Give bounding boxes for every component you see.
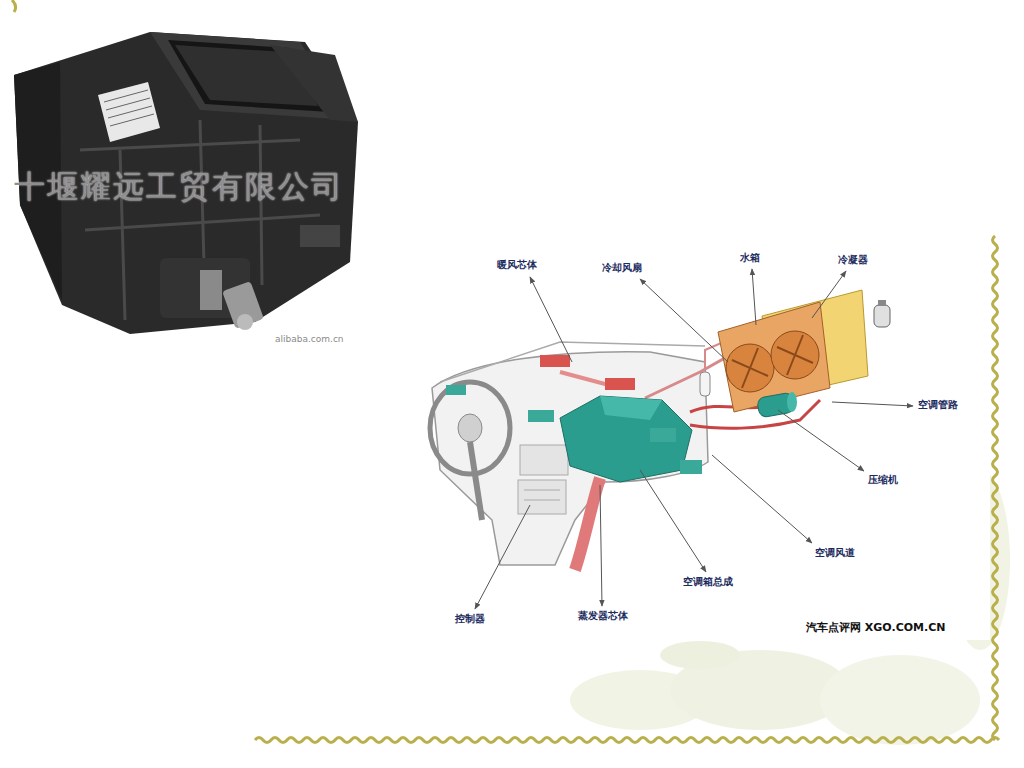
compressor bbox=[787, 392, 797, 412]
hvac-box-photo bbox=[200, 270, 222, 310]
hvac-box-photo bbox=[260, 125, 262, 285]
part-label: 蒸发器芯体 bbox=[578, 610, 628, 622]
red-ducts bbox=[605, 378, 635, 390]
part-label: 空调箱总成 bbox=[683, 576, 733, 588]
vine-border bbox=[993, 236, 998, 740]
leader-lines bbox=[712, 455, 812, 543]
car-dashboard bbox=[520, 445, 568, 475]
source-credit: 汽车点评网 XGO.COM.CN bbox=[806, 621, 945, 634]
car-dashboard bbox=[446, 385, 466, 395]
leader-lines bbox=[475, 269, 913, 609]
car-dashboard bbox=[524, 500, 560, 501]
part-label: 空调风道 bbox=[815, 547, 855, 559]
sensor bbox=[878, 300, 886, 306]
hvac-assembly bbox=[560, 396, 692, 482]
leaf-background bbox=[660, 641, 740, 669]
part-label: 冷却风扇 bbox=[602, 262, 642, 274]
compressor bbox=[757, 392, 797, 418]
leader-lines bbox=[600, 485, 602, 606]
car-dashboard bbox=[430, 342, 708, 565]
car-dashboard bbox=[458, 414, 482, 442]
condenser-radiator bbox=[771, 331, 819, 379]
hvac-box-photo bbox=[80, 120, 320, 320]
hvac-box-photo bbox=[237, 314, 253, 330]
leader-lines bbox=[475, 505, 530, 609]
condenser-radiator bbox=[726, 344, 774, 392]
part-label: 压缩机 bbox=[868, 474, 898, 486]
hvac-box-photo bbox=[300, 225, 340, 247]
leader-lines bbox=[778, 410, 864, 471]
part-label: 水箱 bbox=[740, 252, 760, 264]
part-label: 空调管路 bbox=[918, 399, 958, 411]
hvac-assembly bbox=[528, 396, 702, 482]
red-ducts bbox=[540, 355, 570, 367]
car-dashboard bbox=[518, 445, 568, 514]
vine-border bbox=[12, 0, 16, 12]
hvac-assembly bbox=[650, 428, 676, 442]
red-ducts bbox=[575, 478, 600, 570]
part-label: 暖风芯体 bbox=[497, 259, 537, 271]
sensor bbox=[874, 305, 890, 327]
hvac-box-photo bbox=[14, 32, 358, 334]
car-dashboard bbox=[518, 480, 566, 514]
leader-lines bbox=[640, 470, 706, 572]
hvac-assembly bbox=[680, 460, 702, 474]
hvac-box-photo bbox=[80, 140, 300, 150]
condenser-radiator bbox=[742, 348, 758, 388]
car-dashboard bbox=[524, 490, 560, 491]
part-label: 控制器 bbox=[455, 613, 485, 625]
figure-ground bbox=[418, 238, 990, 640]
leader-lines bbox=[530, 277, 572, 362]
hvac-box-photo bbox=[110, 114, 154, 126]
watermark: 十堰耀远工贸有限公司 bbox=[14, 168, 344, 205]
car-dashboard bbox=[470, 442, 482, 520]
hvac-assembly bbox=[600, 396, 662, 420]
condenser-radiator bbox=[718, 290, 868, 412]
leader-lines bbox=[752, 269, 756, 325]
part-label: 冷凝器 bbox=[838, 254, 868, 266]
condenser-radiator bbox=[787, 335, 803, 375]
leader-lines bbox=[832, 402, 913, 406]
leader-lines bbox=[640, 279, 728, 362]
vine-border bbox=[255, 738, 999, 743]
sensor bbox=[874, 300, 890, 327]
condenser-radiator bbox=[732, 335, 813, 388]
hvac-box-photo bbox=[104, 90, 154, 126]
hvac-box-photo bbox=[14, 32, 358, 334]
watermark: alibaba.com.cn bbox=[275, 334, 344, 345]
hvac-box-photo bbox=[270, 45, 358, 122]
hvac-assembly bbox=[528, 410, 554, 422]
leader-lines bbox=[812, 271, 846, 318]
receiver-dryer bbox=[700, 372, 710, 396]
receiver-dryer bbox=[700, 372, 710, 396]
hvac-box-photo bbox=[98, 82, 160, 142]
leaf-background bbox=[820, 655, 980, 745]
